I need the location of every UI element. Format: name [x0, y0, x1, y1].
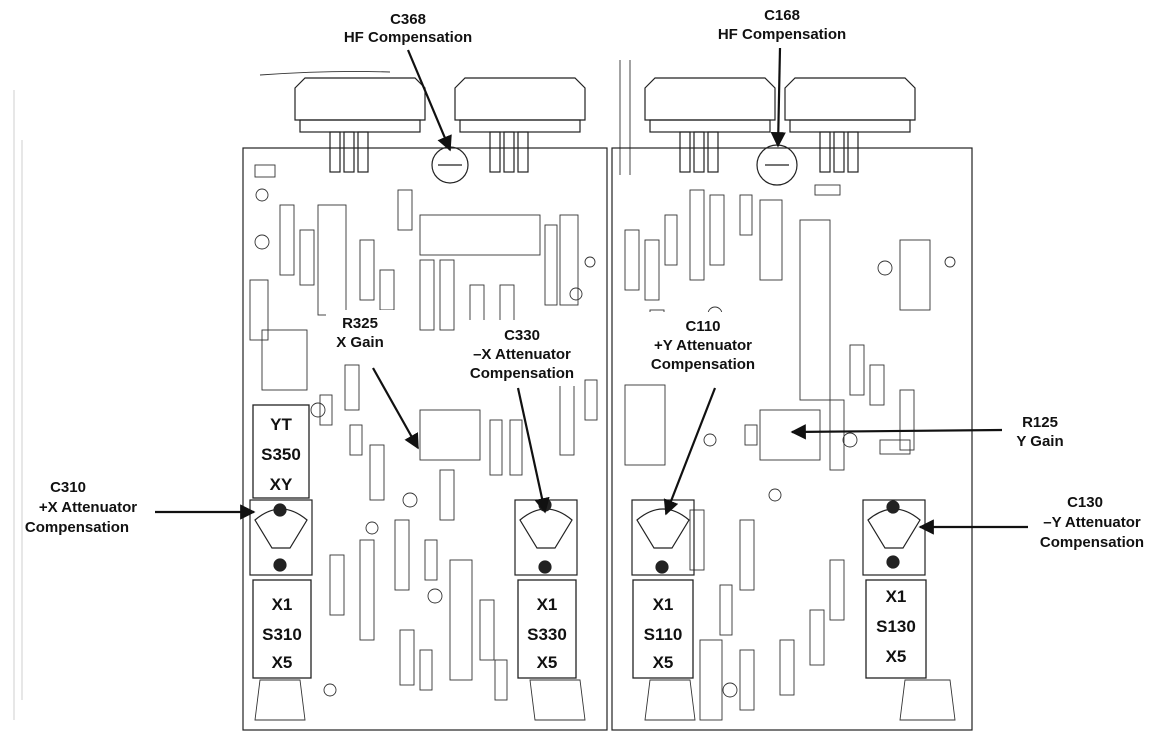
- c110-desc2: Compensation: [651, 356, 755, 373]
- switch-s130-top: X1: [886, 587, 907, 606]
- callout-label-backgrounds: [326, 310, 770, 386]
- switch-s310: X1 S310 X5: [252, 579, 312, 679]
- switch-s110-bot: X5: [653, 653, 674, 672]
- switch-s330-top: X1: [537, 595, 558, 614]
- margin-marks: [13, 90, 23, 720]
- rotary-switch-c330: [514, 498, 578, 576]
- c368-trimmer: [431, 146, 469, 184]
- switch-s350: YT S350 XY: [252, 404, 310, 499]
- r325-desc: X Gain: [336, 334, 384, 351]
- arrow-c168: [770, 47, 786, 148]
- c310-ref: C310: [50, 479, 86, 496]
- switch-s350-top: YT: [270, 415, 292, 434]
- c330-desc2: Compensation: [470, 365, 574, 382]
- callout-arrows: [155, 47, 1028, 535]
- r125-ref: R125: [1022, 414, 1058, 431]
- switch-s130: X1 S130 X5: [865, 579, 927, 679]
- c110-ref: C110: [685, 318, 720, 335]
- callout-r125: R125 Y Gain: [1016, 414, 1063, 450]
- c310-desc1: +X Attenuator: [39, 499, 137, 516]
- rotary-switch-c310: [249, 499, 313, 576]
- c330-ref: C330: [504, 327, 540, 344]
- arrow-r325: [372, 367, 419, 450]
- r325-ref: R325: [342, 315, 378, 332]
- arrow-c330: [516, 387, 550, 514]
- callout-c130: C130 –Y Attenuator Compensation: [1040, 494, 1144, 551]
- switch-s330-ref: S330: [527, 625, 567, 644]
- callout-c110: C110 +Y Attenuator Compensation: [651, 318, 755, 373]
- switch-s110: X1 S110 X5: [632, 579, 694, 679]
- arrow-c368: [406, 49, 452, 152]
- board-components: [249, 164, 956, 721]
- c130-ref: C130: [1067, 494, 1103, 511]
- switch-s110-ref: S110: [644, 625, 683, 644]
- switch-s130-bot: X5: [886, 647, 907, 666]
- switch-s130-ref: S130: [876, 617, 916, 636]
- switch-s310-top: X1: [272, 595, 293, 614]
- c110-desc1: +Y Attenuator: [654, 337, 752, 354]
- callout-r325: R325 X Gain: [336, 315, 384, 351]
- c368-ref: C368: [390, 11, 426, 28]
- c130-desc1: –Y Attenuator: [1043, 514, 1141, 531]
- c168-desc: HF Compensation: [718, 26, 846, 43]
- callout-c310: C310 +X Attenuator Compensation: [25, 479, 137, 536]
- switch-s310-ref: S310: [262, 625, 302, 644]
- switch-s350-ref: S350: [261, 445, 301, 464]
- arrow-r125: [790, 424, 1003, 440]
- callout-c168: C168 HF Compensation: [718, 7, 846, 43]
- c310-desc2: Compensation: [25, 519, 129, 536]
- switch-s350-bot: XY: [270, 475, 293, 494]
- top-connectors: [259, 60, 916, 175]
- c168-ref: C168: [764, 7, 800, 24]
- rotary-switch-c130: [862, 499, 926, 576]
- r125-desc: Y Gain: [1016, 433, 1063, 450]
- c330-desc1: –X Attenuator: [473, 346, 571, 363]
- board-outlines: [242, 147, 973, 731]
- switch-s330-bot: X5: [537, 653, 558, 672]
- c168-trimmer: [756, 144, 798, 186]
- switch-s110-top: X1: [653, 595, 674, 614]
- switch-s310-bot: X5: [272, 653, 293, 672]
- callout-c330: C330 –X Attenuator Compensation: [470, 327, 574, 382]
- arrow-c110: [663, 387, 717, 516]
- c368-desc: HF Compensation: [344, 29, 472, 46]
- callout-c368: C368 HF Compensation: [344, 11, 472, 46]
- switch-s330: X1 S330 X5: [517, 579, 577, 679]
- c130-desc2: Compensation: [1040, 534, 1144, 551]
- rotary-switch-c110: [631, 499, 695, 576]
